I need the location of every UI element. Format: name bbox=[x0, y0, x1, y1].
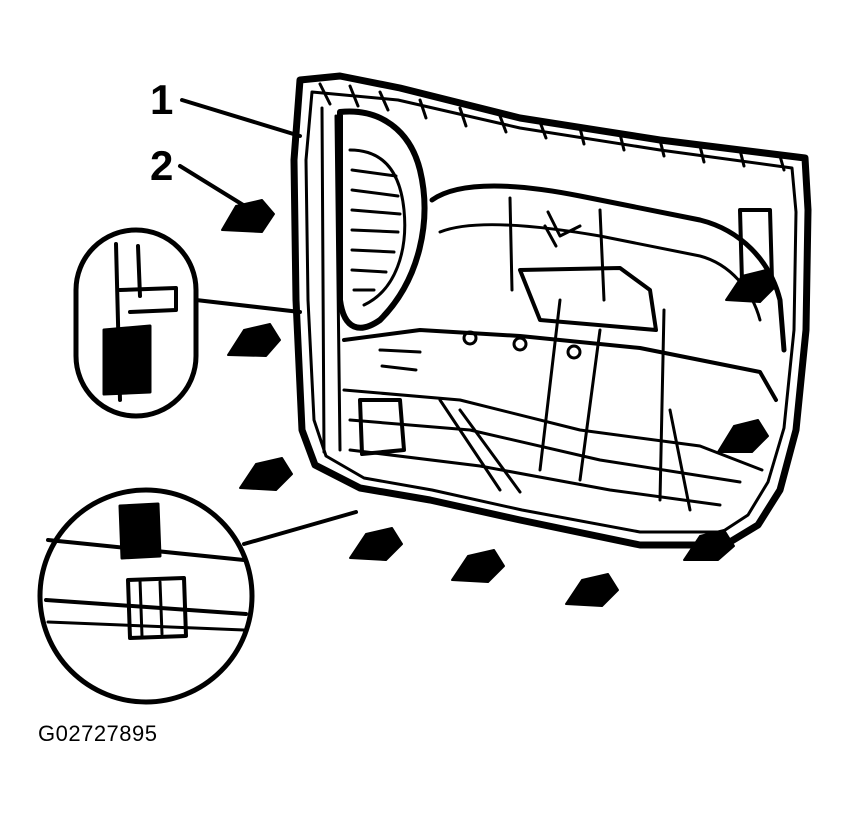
trim-details bbox=[378, 208, 774, 372]
retaining-clips bbox=[221, 199, 777, 607]
clip-9 bbox=[725, 269, 777, 303]
clip-5 bbox=[451, 549, 505, 583]
clip-7 bbox=[683, 529, 735, 561]
callout-1: 1 bbox=[150, 76, 173, 123]
armrest bbox=[429, 183, 787, 353]
door-handle-bezel bbox=[337, 108, 428, 331]
callout-leaders bbox=[178, 98, 302, 210]
clip-1 bbox=[221, 199, 275, 233]
leader-1 bbox=[180, 98, 302, 138]
figure-id: G02727895 bbox=[38, 721, 158, 746]
clip-2 bbox=[227, 323, 281, 357]
clip-4 bbox=[349, 527, 403, 561]
clip-3 bbox=[239, 457, 293, 491]
map-pocket bbox=[342, 298, 778, 512]
clip-8 bbox=[717, 419, 769, 453]
door-panel-outline bbox=[290, 72, 812, 549]
clip-6 bbox=[565, 573, 619, 607]
clip-detail-inset-upper bbox=[73, 227, 302, 419]
callout-2: 2 bbox=[150, 142, 173, 189]
clip-detail-inset-lower bbox=[37, 487, 358, 705]
leader-2 bbox=[178, 164, 250, 210]
